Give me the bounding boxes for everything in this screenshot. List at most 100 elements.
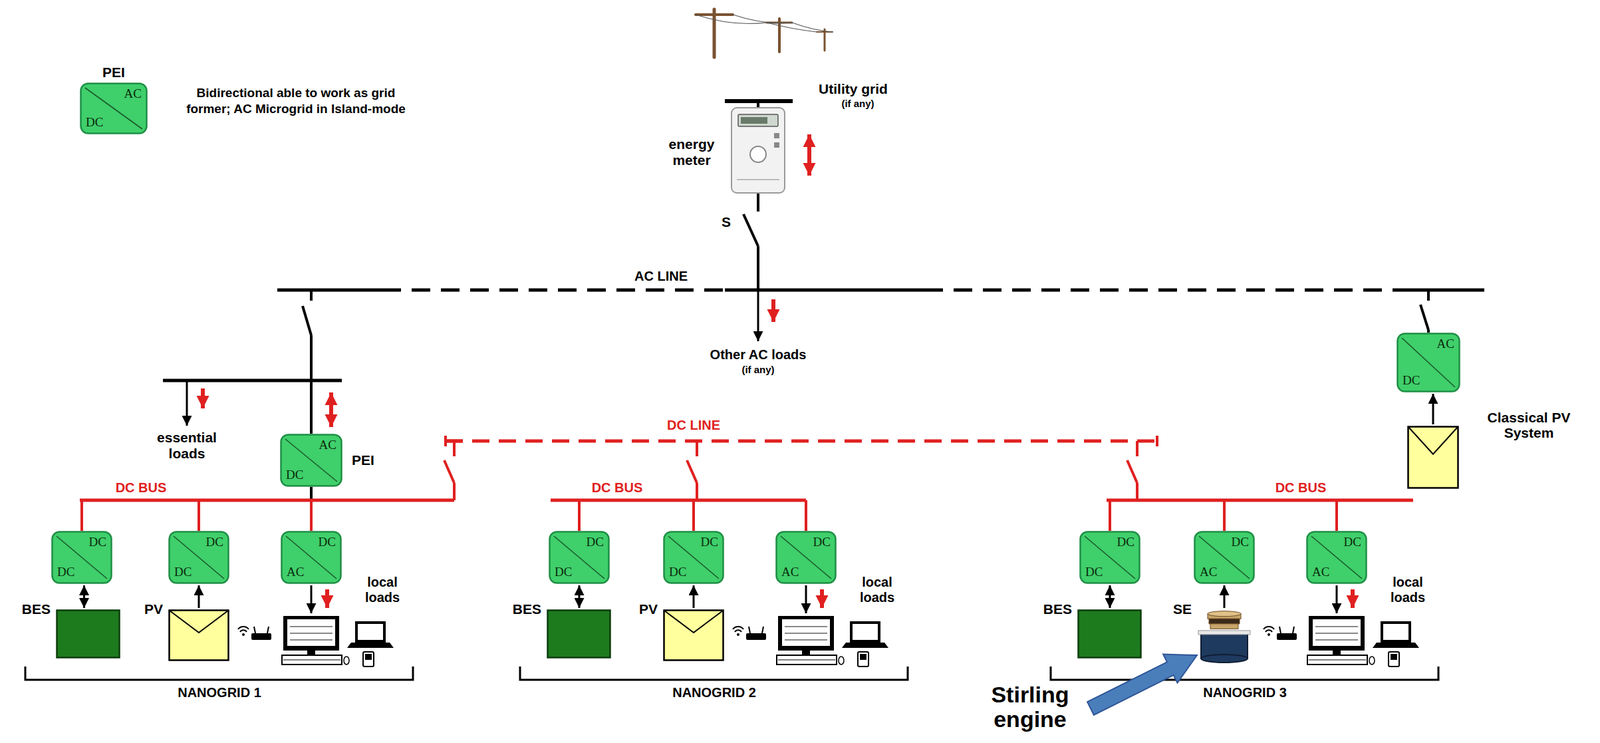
pv-panel: Classical PV System [1407, 425, 1460, 489]
legend-text: Bidirectional able to work as grid forme… [186, 85, 406, 116]
layout-stroke [577, 500, 581, 531]
node-label: SE [1173, 601, 1192, 617]
converter-box: DCAC [280, 530, 342, 584]
converter-legend-symbol: PEIACDC [79, 82, 148, 135]
grid-connection [724, 101, 793, 342]
layout-stroke [1427, 329, 1430, 333]
port-label: AC [124, 87, 142, 102]
stirling-engine: SE [1197, 609, 1252, 666]
layout-stroke [520, 666, 908, 680]
layout-stroke [325, 589, 330, 608]
diagram-label: energy meter [658, 136, 725, 169]
diagram-label: Other AC loads [710, 347, 807, 363]
battery-storage: BES [1077, 609, 1142, 659]
layout-stroke [686, 460, 697, 483]
port-label: AC [319, 438, 337, 453]
diagram-label: (if any) [741, 363, 775, 376]
connector-arrow [578, 585, 581, 608]
dc-network [79, 435, 1414, 531]
layout-stroke [924, 288, 1407, 292]
layout-stroke [757, 289, 760, 342]
converter-box: DCDC [548, 530, 610, 584]
layout-stroke [444, 460, 455, 483]
connector-arrow [692, 585, 695, 608]
converter-box: ACDC [1396, 332, 1461, 393]
layout-stroke [743, 214, 759, 247]
diagram-label: Utility grid [818, 81, 888, 98]
layout-stroke [382, 288, 725, 292]
layout-stroke [1108, 500, 1112, 531]
se-outline [1197, 609, 1252, 666]
ac-line [277, 288, 1485, 292]
port-label: DC [1231, 535, 1249, 550]
diagram-label: local loads [357, 574, 408, 606]
layout-stroke [1222, 500, 1226, 531]
nanogrid-brackets [25, 666, 1439, 680]
local-loads-picture [238, 615, 394, 667]
layout-stroke [1335, 500, 1338, 531]
local-loads-picture [1263, 615, 1420, 667]
layout-stroke [756, 246, 760, 290]
layout-stroke [807, 154, 812, 176]
layout-stroke [1427, 289, 1430, 301]
port-label: DC [586, 535, 604, 550]
bes-outline [55, 609, 121, 659]
port-label: DC [813, 535, 831, 550]
layout-stroke [329, 409, 334, 427]
bes-outline [1077, 609, 1142, 659]
node-label: BES [21, 601, 51, 617]
diagram-label: local loads [1383, 574, 1434, 606]
converter-box: DCAC [1306, 530, 1368, 584]
layout-stroke [740, 117, 768, 124]
layout-stroke [774, 142, 780, 148]
layout-stroke [197, 500, 201, 531]
layout-stroke [1106, 498, 1414, 503]
connector-arrow [1432, 393, 1435, 425]
port-label: DC [174, 565, 192, 580]
layout-stroke [445, 439, 1158, 443]
layout-stroke [186, 380, 189, 426]
port-label: AC [286, 565, 304, 580]
layout-stroke [807, 134, 812, 155]
connector-arrow [83, 585, 86, 608]
layout-stroke [309, 500, 313, 531]
diagram-label: DC LINE [666, 417, 721, 433]
battery-storage: BES [546, 609, 612, 659]
diagram-label: AC LINE [634, 268, 688, 284]
node-label: BES [512, 601, 542, 617]
layout-stroke [738, 114, 779, 127]
diagram-label: NANOGRID 3 [1202, 684, 1287, 701]
layout-stroke [200, 388, 205, 409]
layout-stroke [756, 192, 760, 212]
converter-box: DCAC [1193, 530, 1255, 584]
layout-stroke [736, 178, 780, 181]
node-label: PEI [102, 64, 126, 80]
node-label: Classical PV System [1485, 409, 1573, 441]
converter-box: DCDC [663, 530, 725, 584]
converter-box: DCDC [168, 530, 230, 584]
port-label: DC [57, 565, 75, 580]
node-label: BES [1043, 601, 1072, 617]
layout-stroke [80, 500, 84, 531]
layout-stroke [1135, 440, 1139, 457]
layout-stroke [750, 146, 767, 163]
layout-stroke [1350, 589, 1355, 608]
diagram-label: (if any) [841, 97, 874, 110]
layout-stroke [302, 305, 312, 336]
port-label: AC [1437, 337, 1455, 352]
pv-outline [1407, 425, 1460, 489]
layout-stroke [805, 585, 808, 614]
layout-stroke [771, 299, 776, 322]
port-label: DC [285, 468, 304, 483]
converter-box: DCAC [775, 530, 837, 584]
layout-stroke [452, 482, 456, 501]
diagram-label: NANOGRID 2 [672, 684, 757, 701]
port-label: DC [668, 565, 687, 580]
layout-stroke [1335, 585, 1338, 614]
diagram-label: DC BUS [1275, 480, 1327, 496]
utility-poles [695, 9, 833, 58]
layout-stroke [1050, 666, 1439, 680]
node-label: PEI [351, 452, 375, 468]
legend-entry: Bidirectional able to work as grid forme… [186, 85, 406, 118]
power-flow-arrows [202, 134, 1353, 608]
